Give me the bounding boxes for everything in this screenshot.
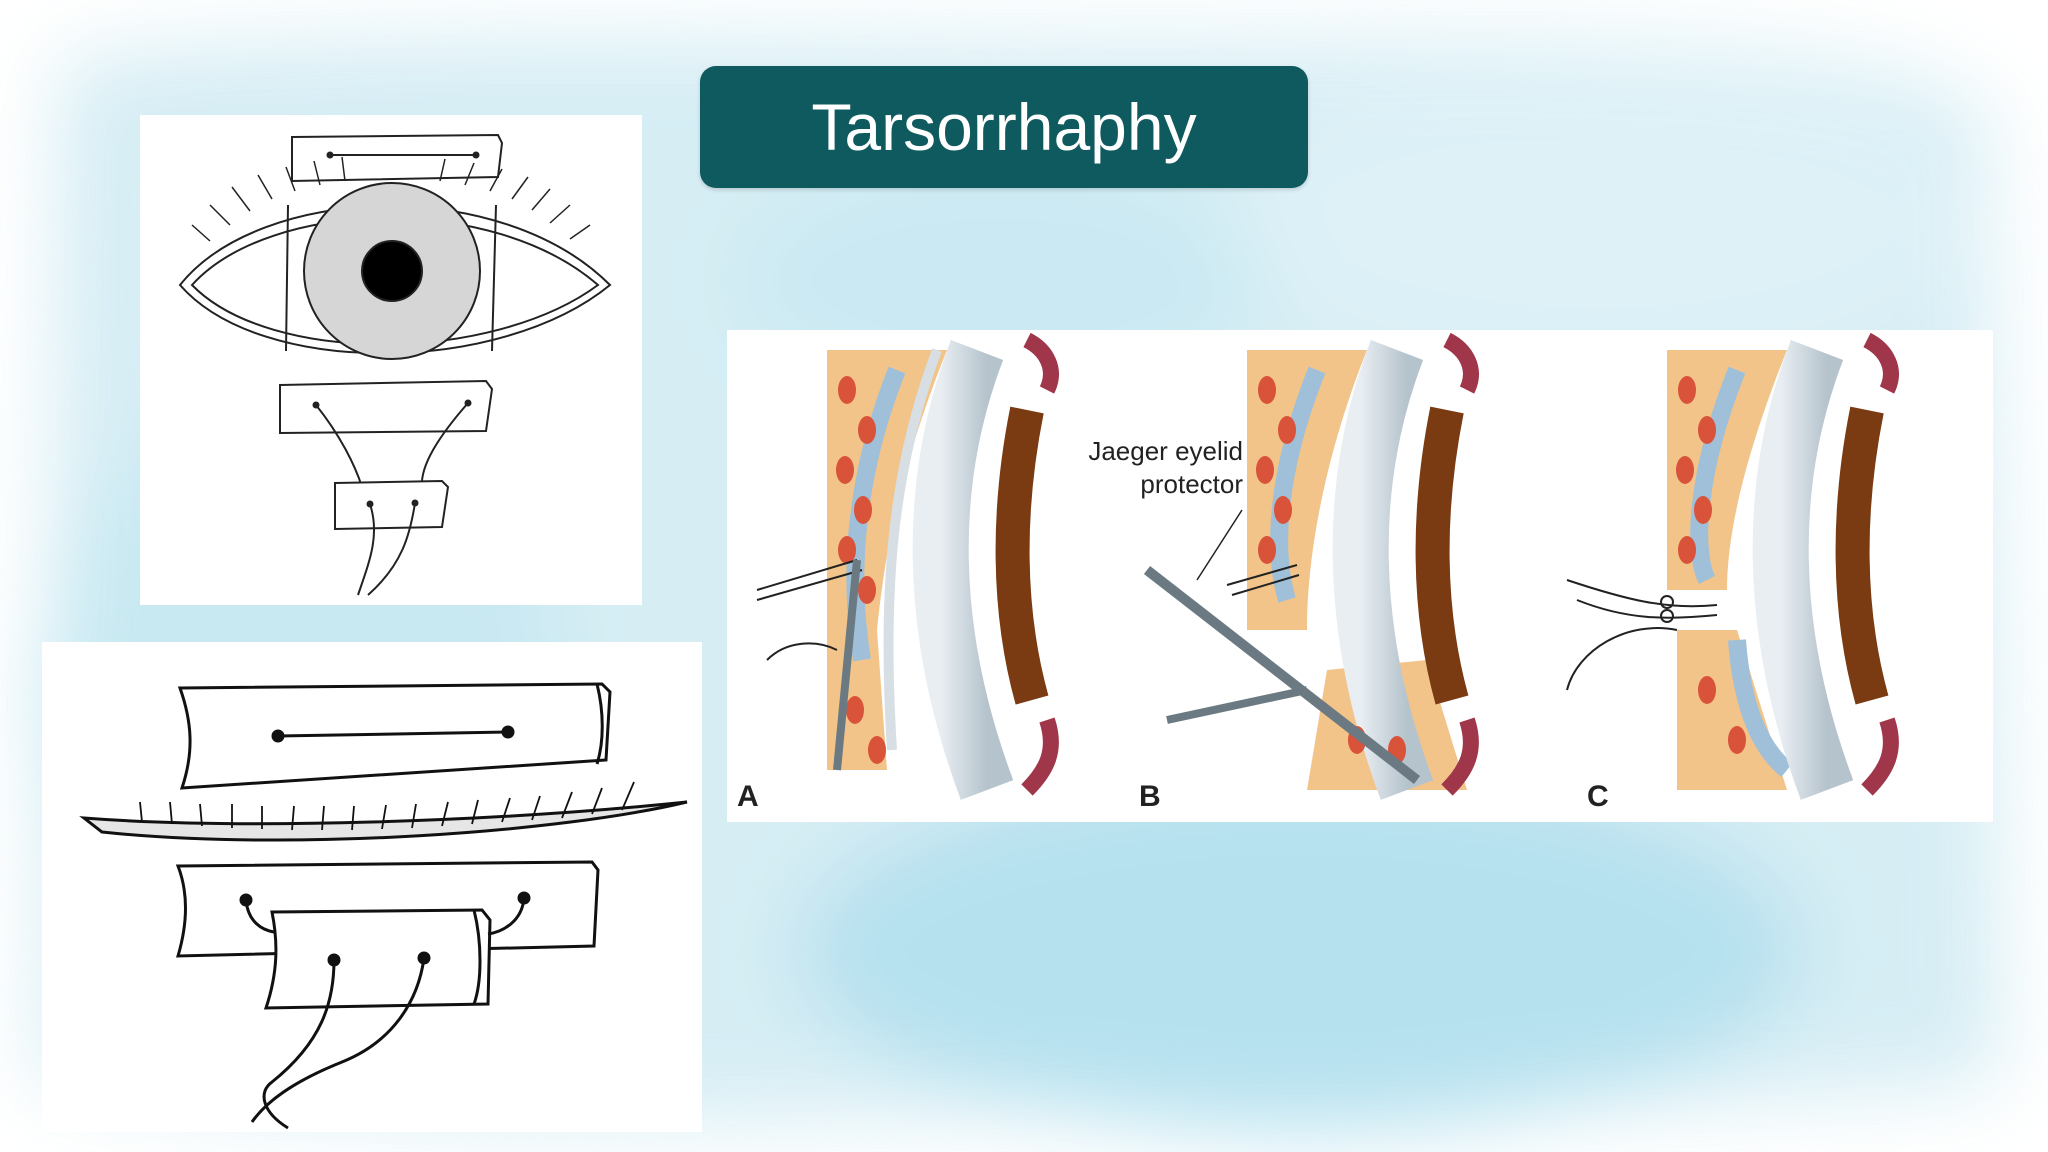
panel-label-a: A [737, 780, 759, 813]
cross-section-panel: Jaeger eyelid protector A B C [727, 330, 1993, 822]
callout-line-2: protector [1140, 469, 1243, 499]
title-banner: Tarsorrhaphy [700, 66, 1308, 188]
panel-label-b: B [1139, 780, 1161, 813]
cross-section-drawing: Jaeger eyelid protector A B C [737, 332, 1899, 813]
bolster-diagram-panel [42, 642, 702, 1132]
eye-drawing [178, 133, 612, 596]
eye-diagram-panel [140, 115, 642, 605]
callout-line-1: Jaeger eyelid [1088, 436, 1243, 466]
slide-title: Tarsorrhaphy [811, 90, 1197, 164]
panel-c-illustration [1566, 332, 1899, 800]
panel-label-c: C [1587, 780, 1609, 813]
panel-b-illustration [1143, 332, 1479, 800]
panel-a-illustration [756, 332, 1059, 800]
bolster-drawing [79, 682, 688, 1130]
